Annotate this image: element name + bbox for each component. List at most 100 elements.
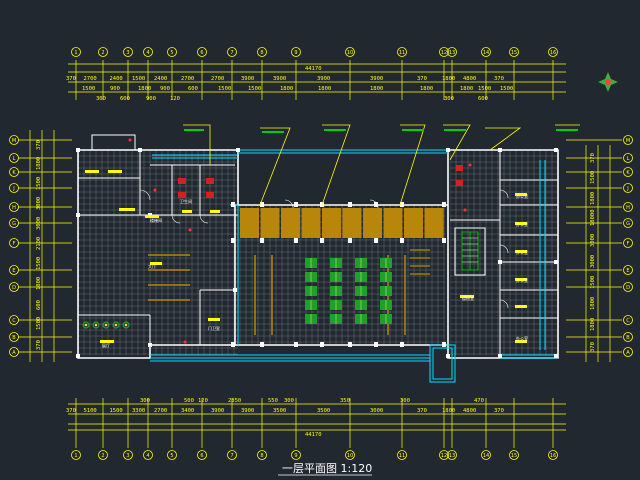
- dim-label: 2700: [84, 76, 97, 82]
- grid-bubble-label: 8: [260, 453, 263, 459]
- grid-bubble: [623, 218, 633, 228]
- column: [446, 148, 450, 152]
- dim-label: 2850: [228, 398, 241, 404]
- grid-bubble-label: H: [12, 205, 16, 211]
- grid-bubble-label: K: [626, 170, 630, 176]
- dim-label: 3000: [370, 408, 383, 414]
- grid-bubble: [623, 347, 633, 357]
- grid-bubble: [9, 315, 19, 325]
- dim-label: 370: [66, 408, 76, 414]
- grid-bubble-label: 15: [511, 50, 517, 56]
- grid-bubble: [9, 135, 19, 145]
- grid-bubble: [9, 202, 19, 212]
- dim-label: 1500: [218, 86, 231, 92]
- dim-label: 3900: [273, 76, 286, 82]
- grid-bubble: [623, 167, 633, 177]
- dim-label: 600: [478, 96, 488, 102]
- column: [294, 202, 298, 207]
- room-label: 办公室: [516, 335, 528, 341]
- column: [231, 202, 235, 207]
- column: [231, 238, 235, 243]
- grid-bubble: [9, 332, 19, 342]
- column: [320, 238, 324, 243]
- column: [498, 260, 502, 264]
- grid-bubble-label: 14: [483, 50, 489, 56]
- planter-column: [330, 258, 342, 324]
- room-label: 卫生间: [180, 198, 192, 204]
- room-label: 展厅: [102, 342, 110, 348]
- grid-bubble-label: 4: [146, 453, 149, 459]
- dim-label: 1500: [82, 86, 95, 92]
- dim-label: 2400: [154, 76, 167, 82]
- room-label: 办公室: [516, 193, 528, 199]
- grid-bubble-label: 12: [441, 453, 447, 459]
- grid-bubble-label: L: [13, 156, 16, 162]
- dim-label: 3000: [36, 217, 42, 230]
- dim-label: 300: [140, 398, 150, 404]
- grid-bubble-label: 9: [294, 50, 297, 56]
- dim-label: 1500: [36, 257, 42, 270]
- dim-label: 3500: [273, 408, 286, 414]
- dim-label: 3300: [132, 408, 145, 414]
- grid-bubble: [197, 450, 207, 460]
- grid-bubble: [71, 450, 81, 460]
- grid-bubble-label: 10: [347, 453, 353, 459]
- dim-label: 370: [494, 408, 504, 414]
- grid-bubble: [143, 47, 153, 57]
- dim-label: 1500: [590, 171, 596, 184]
- column: [374, 202, 378, 207]
- dim-label: 1500: [478, 86, 491, 92]
- display-panel: [260, 208, 280, 238]
- grid-bubble-label: M: [626, 138, 630, 144]
- center-wall: [235, 204, 448, 346]
- grid-bubble-label: 14: [483, 453, 489, 459]
- dim-label: 3900: [241, 408, 254, 414]
- room-label: 值班室: [462, 295, 474, 301]
- grid-bubble: [71, 47, 81, 57]
- display-panel: [322, 208, 341, 238]
- grid-bubble-label: 2: [101, 453, 104, 459]
- grid-bubble: [623, 202, 633, 212]
- dim-label: 4800: [463, 76, 476, 82]
- grid-bubble-label: 4: [146, 50, 149, 56]
- display-panel: [301, 208, 321, 238]
- column: [374, 238, 378, 243]
- grid-bubble-label: 10: [347, 50, 353, 56]
- grid-bubble: [623, 153, 633, 163]
- grid-bubble-label: 1: [74, 50, 77, 56]
- dim-label: 1800: [590, 318, 596, 331]
- grid-bubble: [257, 450, 267, 460]
- compass-icon: [598, 72, 618, 92]
- dim-label: 370: [590, 342, 596, 352]
- dim-label: 1800: [138, 86, 151, 92]
- dim-label: 300: [96, 96, 106, 102]
- column: [148, 343, 152, 347]
- grid-bubble: [623, 183, 633, 193]
- dim-label: 300: [284, 398, 294, 404]
- column: [442, 202, 446, 207]
- dim-label: 600: [36, 300, 42, 310]
- dim-label: 350: [340, 398, 350, 404]
- dim-label: 3900: [211, 408, 224, 414]
- grid-bubble-label: L: [627, 156, 630, 162]
- dim-label: 2700: [181, 76, 194, 82]
- total-length-top: 44170: [305, 66, 322, 72]
- grid-bubble: [9, 238, 19, 248]
- column: [554, 148, 558, 152]
- left-grid-and-dimensions: ABCDEFGHJKLM3701500600180015002100300030…: [9, 130, 72, 362]
- grid-bubble: [623, 332, 633, 342]
- column: [138, 148, 142, 152]
- display-panel: [342, 208, 362, 238]
- dim-label: 1800: [420, 86, 433, 92]
- column: [348, 202, 352, 207]
- display-panel: [424, 208, 444, 238]
- dim-label: 1500: [110, 408, 123, 414]
- dim-label: 1800: [460, 86, 473, 92]
- grid-bubble-label: 13: [449, 50, 455, 56]
- display-panel: [240, 208, 259, 238]
- grid-bubble: [623, 135, 633, 145]
- grid-bubble: [509, 450, 519, 460]
